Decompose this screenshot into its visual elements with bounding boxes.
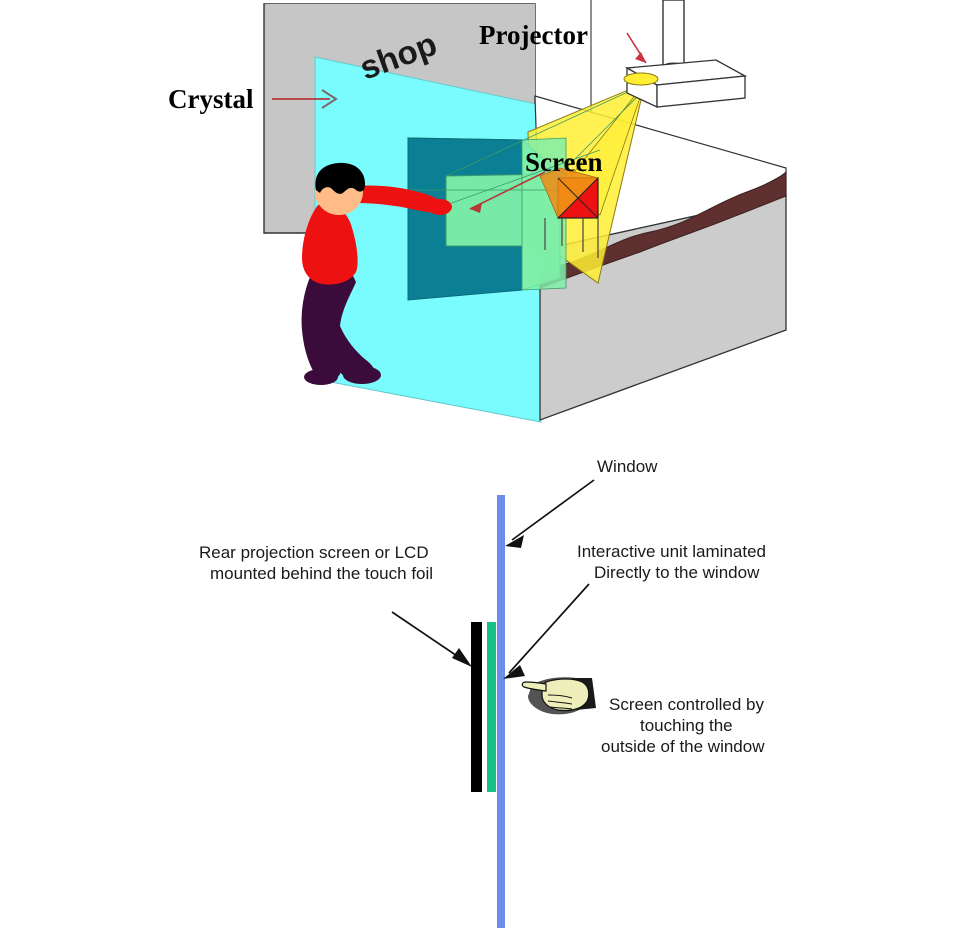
screen-label: Screen bbox=[525, 147, 602, 177]
crystal-label: Crystal bbox=[168, 84, 254, 114]
rear-projection-screen-bar bbox=[471, 622, 482, 792]
screen-target bbox=[539, 167, 600, 220]
screen-controlled-line3: outside of the window bbox=[601, 737, 765, 756]
rear-projection-leader-arrow bbox=[391, 611, 472, 667]
screen-pointer-arrow bbox=[469, 171, 546, 213]
touch-foil-bar bbox=[487, 622, 496, 792]
screen-controlled-line2: touching the bbox=[640, 716, 733, 735]
top-diagram-panel: Crystal shop Projector Screen bbox=[0, 0, 972, 440]
rear-projection-label-line2: mounted behind the touch foil bbox=[210, 564, 433, 583]
screen-stand-legs bbox=[544, 218, 599, 258]
bottom-diagram-panel: Window Rear projection screen or LCD mou… bbox=[0, 440, 972, 928]
interactive-unit-label-line1: Interactive unit laminated bbox=[577, 542, 766, 561]
shop-wall-top-angle bbox=[264, 4, 535, 96]
box-perspective-lines bbox=[408, 83, 649, 206]
projector-body bbox=[623, 59, 748, 109]
projector-arrow bbox=[626, 32, 647, 64]
window-bar bbox=[497, 495, 505, 928]
interactive-unit-label: Interactive unit laminated Directly to t… bbox=[577, 542, 771, 582]
screen-controlled-line1: Screen controlled by bbox=[609, 695, 764, 714]
person-figure bbox=[301, 162, 452, 385]
crystal-arrow bbox=[272, 89, 338, 109]
interactive-unit-leader-arrow bbox=[503, 583, 590, 679]
window-leader-arrow bbox=[505, 479, 595, 548]
projector-label: Projector bbox=[479, 20, 588, 50]
rear-projection-label-line1: Rear projection screen or LCD bbox=[199, 543, 429, 562]
window-label: Window bbox=[597, 457, 658, 476]
interactive-unit-label-line2: Directly to the window bbox=[594, 563, 760, 582]
rear-projection-label: Rear projection screen or LCD mounted be… bbox=[199, 543, 433, 583]
screen-controlled-label: Screen controlled by touching the outsid… bbox=[601, 695, 769, 756]
projector-mount-pole bbox=[662, 0, 685, 72]
pointing-hand-icon bbox=[521, 677, 596, 715]
